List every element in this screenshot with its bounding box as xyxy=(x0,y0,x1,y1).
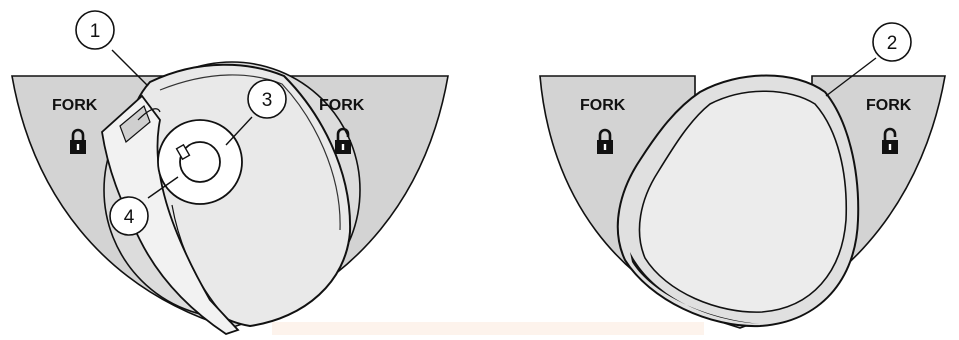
callout-4: 4 xyxy=(109,196,149,236)
callout-3: 3 xyxy=(247,79,287,119)
left-fork-locked-label: FORK xyxy=(52,97,98,114)
left-lid-inner-line xyxy=(171,204,231,323)
right-fork-unlocked-label: FORK xyxy=(866,97,912,114)
callout-3-leader xyxy=(225,116,253,146)
left-lid-notch xyxy=(137,108,161,121)
keyhole-slot xyxy=(175,143,191,161)
right-fork-locked-label: FORK xyxy=(580,97,626,114)
callout-4-label: 4 xyxy=(124,207,135,228)
callout-2: 2 xyxy=(872,22,912,62)
left-fork-unlocked-label: FORK xyxy=(319,97,365,114)
right-ignition-panel: FORK FORK 2 xyxy=(539,22,946,329)
callout-4-leader xyxy=(147,176,179,199)
right-cover-face xyxy=(638,90,848,313)
highlight-strip xyxy=(272,322,704,335)
left-ignition-panel: FORK FORK 1 3 4 xyxy=(11,10,449,335)
callout-1: 1 xyxy=(75,10,115,50)
callout-1-label: 1 xyxy=(90,21,101,42)
keyhole xyxy=(179,141,221,183)
callout-2-leader xyxy=(825,57,877,97)
callout-1-leader xyxy=(111,49,149,87)
callout-2-label: 2 xyxy=(887,33,898,54)
left-cover-edge xyxy=(159,74,341,231)
callout-3-label: 3 xyxy=(262,90,273,111)
